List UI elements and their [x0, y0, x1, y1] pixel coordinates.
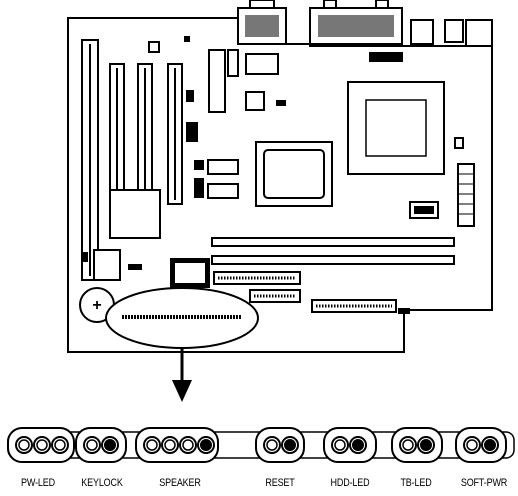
keylock-label: KEYLOCK — [81, 477, 123, 489]
small-components — [148, 41, 464, 199]
arrow-down-icon — [172, 348, 192, 402]
serial-port-connector — [237, 0, 287, 45]
speaker-label: SPEAKER — [159, 477, 201, 489]
front-panel-connector-row — [7, 427, 515, 463]
pw-led-label: PW-LED — [21, 477, 55, 489]
dimm-slots — [211, 237, 455, 265]
tb-led-label: TB-LED — [400, 477, 432, 489]
southbridge-chip — [93, 189, 161, 281]
northbridge-chip — [255, 141, 333, 207]
hdd-led-label: HDD-LED — [330, 477, 370, 489]
jumper-headers — [82, 36, 410, 314]
ide-pins — [218, 276, 392, 308]
pin-header-top — [369, 52, 403, 62]
bios-socket — [170, 258, 210, 288]
ide-connectors — [213, 271, 397, 313]
front-panel-header-highlight — [105, 287, 259, 349]
atx-power-connector — [457, 163, 475, 227]
expansion-slots — [81, 39, 183, 281]
rear-ports — [410, 19, 493, 47]
cpu-socket — [347, 81, 445, 175]
battery-plus-symbol: + — [92, 297, 101, 314]
reset-label: RESET — [265, 477, 295, 489]
soft-pwr-label: SOFT-PWR — [460, 477, 508, 489]
parallel-port-connector — [309, 0, 403, 45]
dip-switch — [409, 201, 439, 219]
